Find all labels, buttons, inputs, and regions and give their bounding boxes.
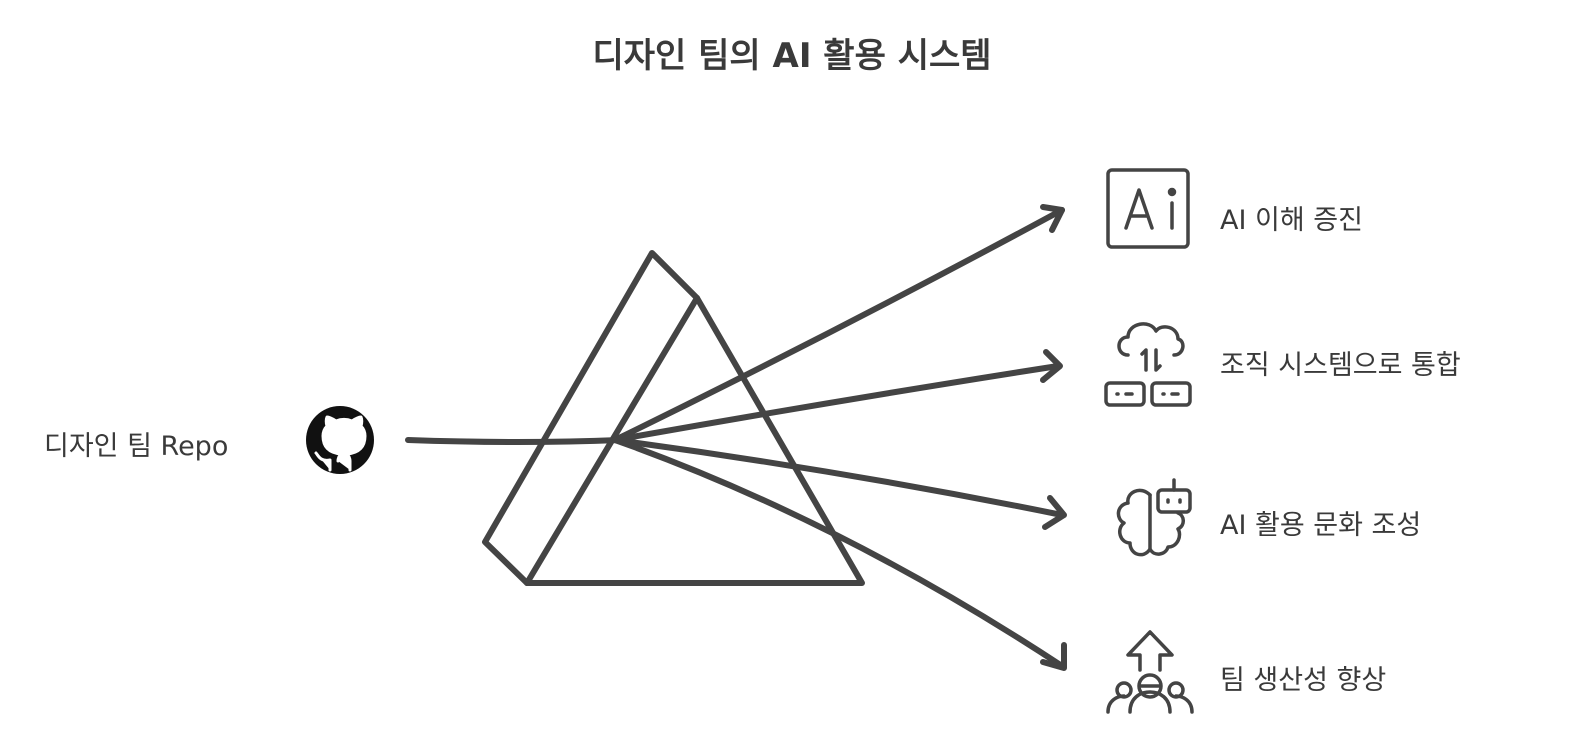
source-label: 디자인 팀 Repo: [44, 431, 229, 462]
github-icon: [306, 406, 374, 474]
ray-2: [612, 363, 1061, 443]
ray-2-arrow: [1040, 349, 1063, 383]
output-label-3: AI 활용 문화 조성: [1220, 510, 1422, 541]
ray-3: [612, 437, 1065, 518]
ray-1: [612, 207, 1065, 443]
ray-4: [612, 437, 1065, 669]
incoming-ray: [405, 437, 623, 445]
team-growth-icon: [1106, 630, 1194, 714]
output-label-2: 조직 시스템으로 통합: [1220, 350, 1461, 381]
diagram-title: 디자인 팀의 AI 활용 시스템: [592, 36, 992, 76]
ray-4-arrow: [1040, 642, 1067, 671]
brain-robot-icon: [1116, 478, 1192, 557]
ray-3-arrow: [1042, 495, 1067, 530]
output-label-1: AI 이해 증진: [1220, 205, 1363, 236]
ray-1-arrow: [1040, 204, 1065, 233]
cloud-sync-icon: [1104, 322, 1192, 407]
light-rays: [405, 204, 1067, 671]
ai-icon: [1106, 168, 1190, 249]
prism: [482, 250, 865, 586]
output-label-4: 팀 생산성 향상: [1220, 665, 1387, 696]
